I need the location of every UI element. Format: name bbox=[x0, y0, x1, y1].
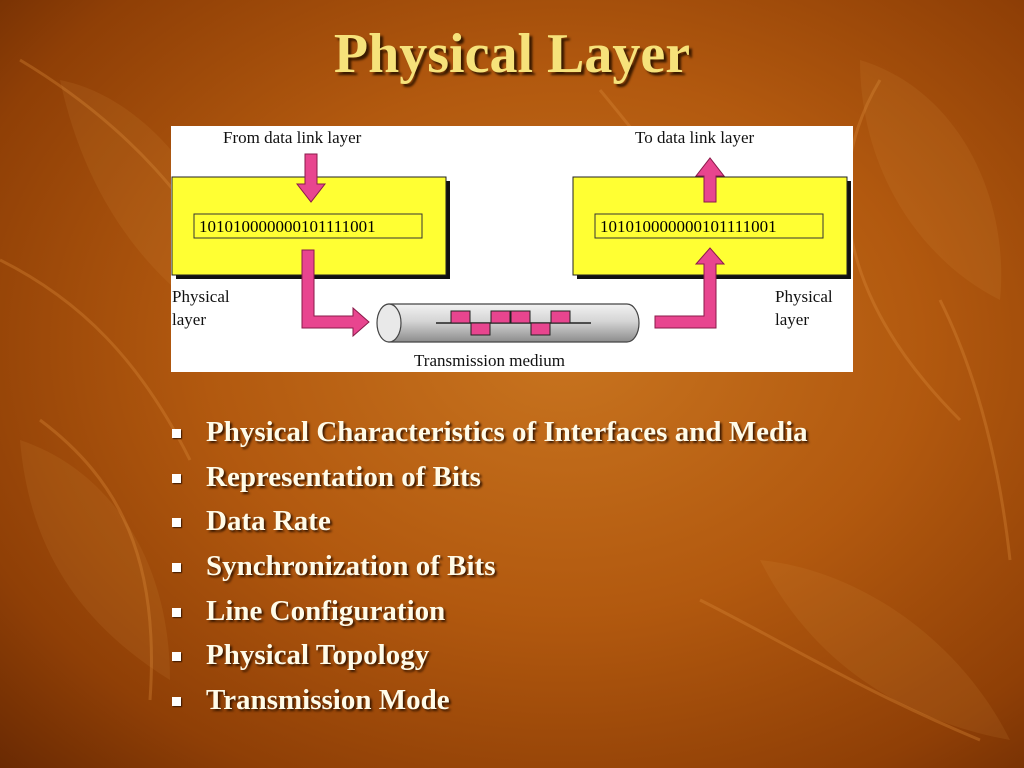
list-item-text: Data Rate bbox=[206, 505, 331, 538]
sender-bits-frame bbox=[193, 213, 423, 239]
list-item: Representation of Bits bbox=[170, 457, 808, 502]
square-bullet-icon bbox=[172, 429, 181, 438]
square-bullet-icon bbox=[172, 607, 181, 617]
from-data-link-label: From data link layer bbox=[223, 128, 362, 147]
list-item-text: Physical Topology bbox=[206, 639, 430, 672]
topic-list: Physical Characteristics of Interfaces a… bbox=[170, 412, 808, 725]
medium-to-receiver-arrow bbox=[654, 247, 726, 329]
up-arrow-icon bbox=[694, 157, 726, 203]
square-bullet-icon bbox=[172, 518, 181, 528]
receiver-bits: 101010000000101111001 bbox=[600, 217, 777, 236]
list-item-text: Line Configuration bbox=[206, 594, 446, 627]
square-bullet-icon bbox=[172, 473, 181, 483]
list-item-text: Synchronization of Bits bbox=[206, 550, 496, 583]
list-item: Transmission Mode bbox=[170, 680, 808, 725]
list-item: Synchronization of Bits bbox=[170, 546, 808, 591]
sender-physical-label-1: Physical bbox=[172, 287, 230, 306]
sender-physical-label-2: layer bbox=[172, 310, 206, 329]
receiver-physical-label-2: layer bbox=[775, 310, 809, 329]
signal-waveform bbox=[436, 310, 591, 336]
sender-bits: 101010000000101111001 bbox=[199, 217, 376, 236]
list-item-text: Transmission Mode bbox=[206, 684, 450, 717]
receiver-physical-label-1: Physical bbox=[775, 287, 833, 306]
receiver-bits-frame bbox=[594, 213, 824, 239]
square-bullet-icon bbox=[172, 563, 181, 573]
list-item: Data Rate bbox=[170, 501, 808, 546]
sender-to-medium-arrow bbox=[301, 249, 370, 338]
list-item-text: Physical Characteristics of Interfaces a… bbox=[206, 416, 808, 448]
list-item: Line Configuration bbox=[170, 591, 808, 636]
square-bullet-icon bbox=[172, 652, 181, 662]
list-item: Physical Topology bbox=[170, 635, 808, 680]
slide-title: Physical Layer bbox=[333, 23, 691, 85]
down-arrow-icon bbox=[295, 153, 327, 203]
list-item: Physical Characteristics of Interfaces a… bbox=[170, 412, 808, 457]
square-bullet-icon bbox=[172, 697, 181, 707]
list-item-text: Representation of Bits bbox=[206, 460, 481, 493]
transmission-medium-label: Transmission medium bbox=[414, 351, 565, 370]
physical-layer-diagram: From data link layer To data link layer … bbox=[171, 126, 853, 372]
to-data-link-label: To data link layer bbox=[635, 128, 755, 147]
